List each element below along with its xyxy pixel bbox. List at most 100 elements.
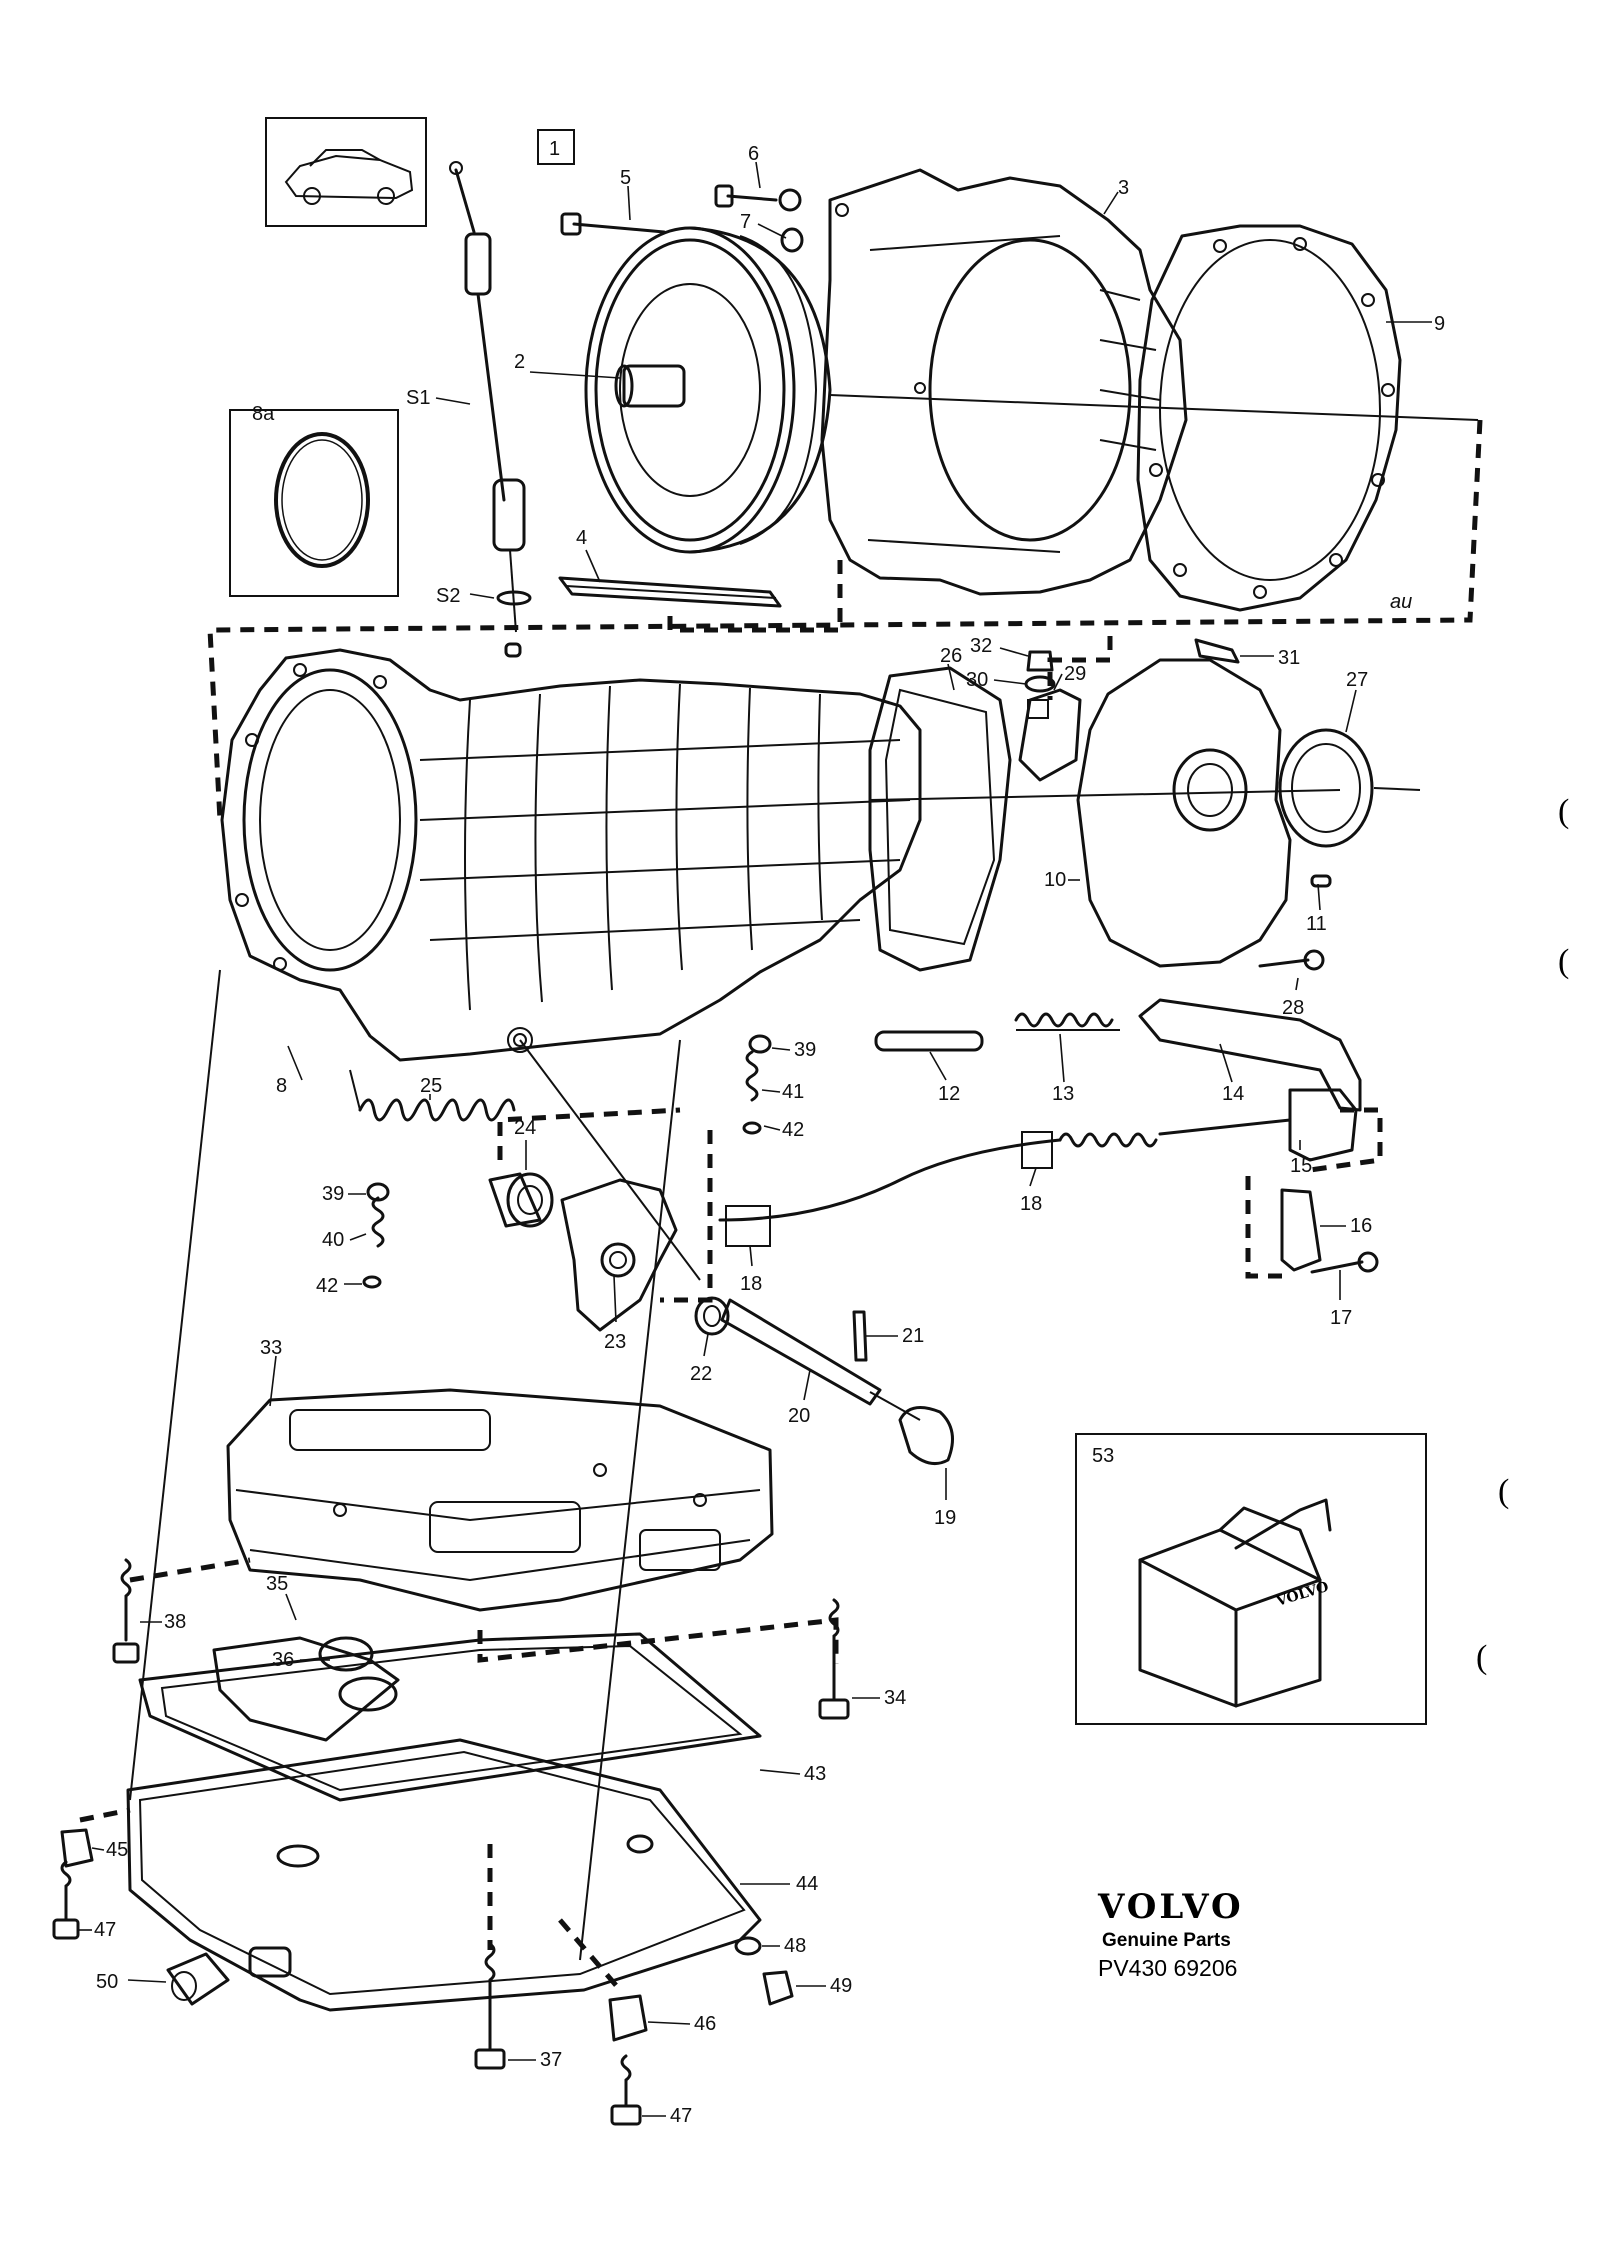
callout-35: 35	[266, 1573, 288, 1595]
car-thumbnail-inset	[265, 117, 427, 227]
filter-screen-4	[558, 576, 782, 608]
callout-39: 39	[322, 1183, 344, 1205]
callout-42: 42	[316, 1275, 338, 1297]
callout-4: 4	[576, 527, 587, 549]
selector-cable-s1	[449, 161, 532, 658]
washer-42-right	[742, 1121, 762, 1135]
callout-22: 22	[690, 1363, 712, 1385]
spring-25	[349, 1069, 516, 1122]
callout-19: 19	[934, 1507, 956, 1529]
callout-30: 30	[966, 669, 988, 691]
bolt-47-right	[610, 2054, 642, 2126]
callout-47: 47	[94, 1919, 116, 1941]
detent-lever-23	[560, 1178, 678, 1332]
callout-3: 3	[1118, 177, 1129, 199]
callout-33: 33	[260, 1337, 282, 1359]
callout-53: 53	[1092, 1445, 1114, 1467]
callout-16: 16	[1350, 1215, 1372, 1237]
callout-38: 38	[164, 1611, 186, 1633]
callout-27: 27	[1346, 669, 1368, 691]
margin-mark: (	[1558, 793, 1569, 830]
callout-8a: 8a	[252, 403, 275, 425]
seal-22	[694, 1296, 730, 1336]
gasket-9	[1136, 224, 1402, 612]
callout-5: 5	[620, 167, 631, 189]
bolt-34	[818, 1598, 850, 1720]
plug-39-right	[748, 1034, 772, 1054]
callout-15: 15	[1290, 1155, 1312, 1177]
torque-converter	[584, 226, 832, 554]
washer-42-left	[362, 1275, 382, 1289]
plug-39-left	[366, 1182, 390, 1202]
brand-tagline: Genuine Parts	[1102, 1930, 1231, 1951]
knob-19	[898, 1406, 954, 1466]
callout-12: 12	[938, 1083, 960, 1105]
pin-11	[1310, 874, 1332, 888]
section-number-box: 1	[537, 129, 575, 165]
bracket-15	[1288, 1088, 1358, 1162]
converter-housing	[820, 168, 1188, 596]
callouts: S1 S2 2 3 4 5 6 7 9 8 10 11 12 13 14 15 …	[78, 143, 1445, 2127]
parts-box-icon	[1138, 1498, 1332, 1708]
callout-46: 46	[694, 2013, 716, 2035]
callout-17: 17	[1330, 1307, 1352, 1329]
clip-45	[60, 1828, 94, 1868]
callout-37: 37	[540, 2049, 562, 2071]
callout-20: 20	[788, 1405, 810, 1427]
o-ring-icon	[274, 432, 370, 568]
oil-pan-44	[126, 1738, 762, 2012]
callout-6: 6	[748, 143, 759, 165]
spring-40	[371, 1196, 385, 1248]
callout-39: 39	[794, 1039, 816, 1061]
washer-7	[780, 227, 804, 253]
callout-43: 43	[804, 1763, 826, 1785]
brand-name: VOLVO	[1097, 1887, 1244, 1927]
callout-18: 18	[740, 1273, 762, 1295]
callout-28: 28	[1282, 997, 1304, 1019]
oil-pan-gasket-43	[138, 1632, 762, 1802]
cable-18	[718, 1118, 1292, 1247]
clip-46	[608, 1994, 648, 2042]
bolt-5	[560, 212, 666, 236]
callout-50: 50	[96, 1971, 118, 1993]
callout-8: 8	[276, 1075, 287, 1097]
valve-body-33	[226, 1388, 774, 1612]
callout-26: 26	[940, 645, 962, 667]
gasket-26	[868, 666, 1012, 972]
callout-29: 29	[1064, 663, 1086, 685]
signature-mark: au	[1390, 591, 1412, 613]
callout-41: 41	[782, 1081, 804, 1103]
bolt-17	[1310, 1251, 1379, 1274]
callout-31: 31	[1278, 647, 1300, 669]
extension-housing-10	[1076, 658, 1292, 968]
drain-plug-49	[762, 1970, 794, 2006]
callout-25: 25	[420, 1075, 442, 1097]
callout-14: 14	[1222, 1083, 1244, 1105]
callout-7: 7	[740, 211, 751, 233]
callout-44: 44	[796, 1873, 818, 1895]
callout-10: 10	[1044, 869, 1066, 891]
callout-21: 21	[902, 1325, 924, 1347]
callout-47: 47	[670, 2105, 692, 2127]
bolt-37	[474, 1942, 506, 2070]
spring-13	[1014, 1012, 1120, 1031]
callout-49: 49	[830, 1975, 852, 1997]
callout-s2: S2	[436, 585, 460, 607]
spring-41	[745, 1050, 759, 1102]
pin-21	[852, 1310, 868, 1362]
seal-27	[1278, 728, 1421, 848]
callout-32: 32	[970, 635, 992, 657]
clip-31	[1194, 638, 1240, 664]
transmission-case	[220, 648, 922, 1062]
bolt-47-left	[52, 1860, 80, 1940]
sleeve-12	[874, 1030, 984, 1052]
callout-45: 45	[106, 1839, 128, 1861]
callout-2: 2	[514, 351, 525, 373]
o-ring-inset: 8a	[229, 403, 399, 597]
callout-s1: S1	[406, 387, 430, 409]
speedometer-drive-29	[1018, 688, 1082, 782]
callout-24: 24	[514, 1117, 536, 1139]
cap-32	[1026, 650, 1054, 672]
bolt-38	[112, 1558, 140, 1664]
callout-13: 13	[1052, 1083, 1074, 1105]
